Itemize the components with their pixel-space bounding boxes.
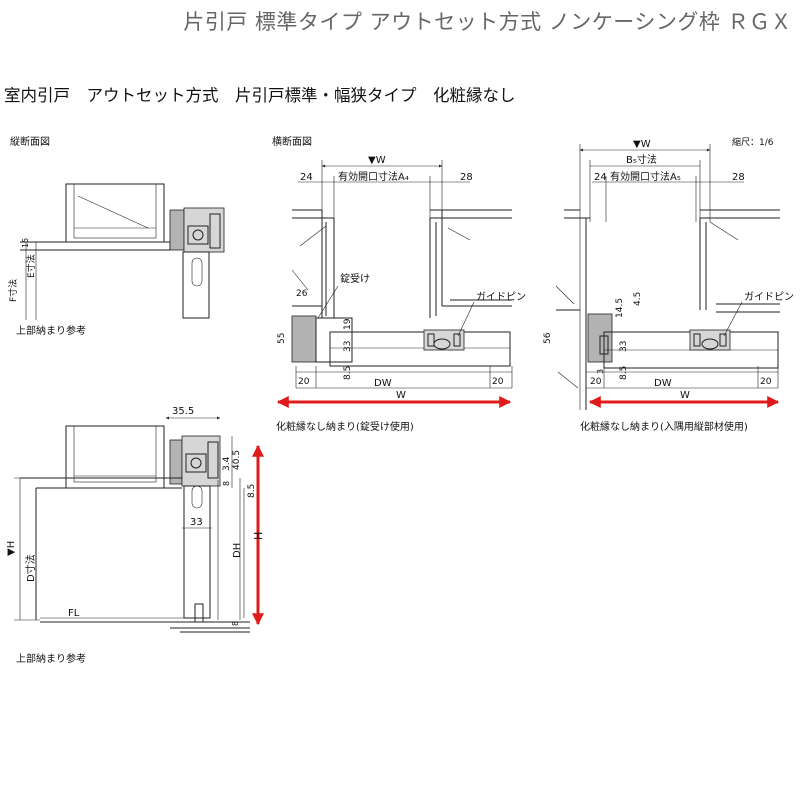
dim-8-top: 8: [222, 481, 231, 486]
dim-20b-plan2: 20: [760, 377, 772, 387]
w-label-plan2: W: [680, 390, 690, 401]
h-label: H: [252, 532, 265, 540]
opening-a5-label: 有効開口寸法A₅: [610, 170, 681, 183]
dim-8-5-side: 8.5: [247, 484, 257, 498]
b5-label: B₅寸法: [626, 153, 657, 166]
dim-15: 15: [21, 238, 30, 248]
dim-33-plan2: 33: [619, 341, 629, 352]
dim-24-plan1: 24: [300, 172, 313, 183]
dim-28-plan1: 28: [460, 172, 473, 183]
vertical-section-full: FL 35.5 40.5 3.4 8 8.5 33 DH 8 H ▼H D寸法 …: [6, 406, 265, 665]
vertical-section-top: 縦断面図 15 F寸法 E寸法 上部納まり参考: [7, 135, 225, 337]
dim-4-5-plan2: 4.5: [633, 292, 643, 306]
guide-pin-label-1: ガイドピン: [476, 291, 526, 303]
h-mark-label: ▼H: [6, 541, 17, 556]
dim-20b-plan1: 20: [492, 377, 504, 387]
dim-26-plan1: 26: [296, 289, 308, 299]
fl-label: FL: [68, 608, 80, 619]
horizontal-section-label: 横断面図: [272, 135, 312, 148]
dim-20a-plan1: 20: [298, 377, 310, 387]
caption-plan1: 化粧縁なし納まり(錠受け使用): [276, 420, 414, 433]
opening-a4-label: 有効開口寸法A₄: [338, 170, 409, 183]
w-mark-plan2: ▼W: [633, 139, 651, 150]
dim-28-plan2: 28: [732, 172, 745, 183]
dim-3-4: 3.4: [222, 456, 232, 471]
w-label-plan1: W: [396, 390, 406, 401]
dim-24-plan2: 24: [594, 172, 607, 183]
dim-35-5: 35.5: [172, 406, 194, 417]
lock-receiver-label: 錠受け: [340, 272, 370, 285]
dim-8-bottom: 8: [231, 621, 240, 626]
dh-label: DH: [232, 543, 243, 558]
dim-56-plan2: 56: [543, 332, 553, 344]
dw-label-plan1: DW: [374, 378, 392, 389]
scale-label: 縮尺：1/6: [732, 136, 774, 148]
e-dim-label: E寸法: [25, 254, 37, 278]
caption-plan2: 化粧縁なし納まり(入隅用縦部材使用): [580, 420, 748, 433]
dim-33-vertical-section: 33: [190, 517, 203, 528]
dim-19-plan1: 19: [343, 318, 353, 330]
top-ref-caption-1: 上部納まり参考: [16, 324, 86, 337]
guide-pin-label-2: ガイドピン: [744, 291, 794, 303]
dim-3-plan2: 3: [596, 369, 605, 374]
top-ref-caption-2: 上部納まり参考: [16, 652, 86, 665]
w-mark-plan1: ▼W: [368, 155, 386, 166]
page-title: 片引戸 標準タイプ アウトセット方式 ノンケーシング枠 ＲＧＸ: [183, 10, 792, 34]
dim-20a-plan2: 20: [590, 377, 602, 387]
dim-14-5-plan2: 14.5: [615, 298, 625, 318]
dim-8-5-plan2: 8.5: [619, 366, 629, 380]
horizontal-section-left: 横断面図 ▼W 24 有効開口寸法A₄ 28: [272, 135, 526, 433]
dim-33-plan1: 33: [343, 341, 353, 352]
horizontal-section-right: 縮尺：1/6 ▼W B₅寸法 24 有効開口寸法A₅ 28: [543, 136, 794, 433]
dim-40-5: 40.5: [232, 450, 242, 470]
dim-8-5-plan1: 8.5: [343, 366, 353, 380]
dw-label-plan2: DW: [654, 378, 672, 389]
page-subtitle: 室内引戸 アウトセット方式 片引戸標準・幅狭タイプ 化粧縁なし: [4, 86, 516, 105]
f-dim-label: F寸法: [7, 279, 19, 302]
dim-55-plan1: 55: [277, 333, 287, 344]
vertical-section-label: 縦断面図: [10, 135, 50, 148]
d-dim-label: D寸法: [24, 554, 37, 582]
